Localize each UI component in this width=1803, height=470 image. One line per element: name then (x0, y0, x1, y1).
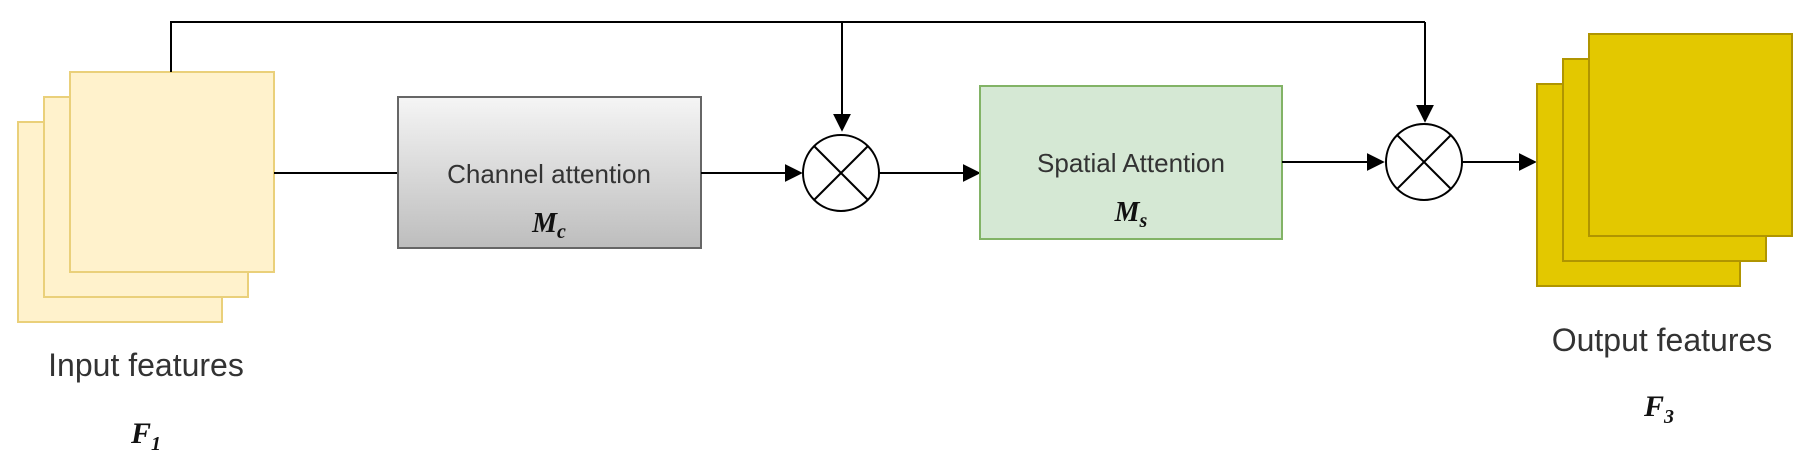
multiply-cross-2b (1396, 134, 1452, 190)
output-feature-stack (1536, 33, 1793, 287)
skip-line-main (170, 21, 1425, 72)
input-features-symbol: F1 (130, 417, 161, 455)
channel-attention-symbol: Mc (531, 208, 566, 243)
channel-attention-label: Channel attention (447, 159, 651, 189)
multiply-node-2 (1385, 123, 1463, 201)
spatial-attention-symbol: Ms (1114, 197, 1148, 232)
channel-attention-block: Channel attention Mc (397, 96, 702, 249)
channel-attention-box (397, 96, 702, 249)
output-features-label: Output features (1552, 322, 1773, 358)
skip-connections (170, 21, 1434, 132)
multiply-cross-1b (813, 145, 869, 201)
spatial-attention-label: Spatial Attention (1037, 148, 1225, 178)
spatial-attention-box (979, 85, 1283, 240)
spatial-attention-block: Spatial Attention Ms (979, 85, 1283, 240)
output-feature-map-front (1588, 33, 1793, 237)
output-features-symbol: F3 (1643, 390, 1674, 428)
input-features-label: Input features (48, 347, 244, 383)
input-feature-map-front (69, 71, 275, 273)
input-feature-stack (17, 71, 275, 323)
multiply-node-1 (802, 134, 880, 212)
